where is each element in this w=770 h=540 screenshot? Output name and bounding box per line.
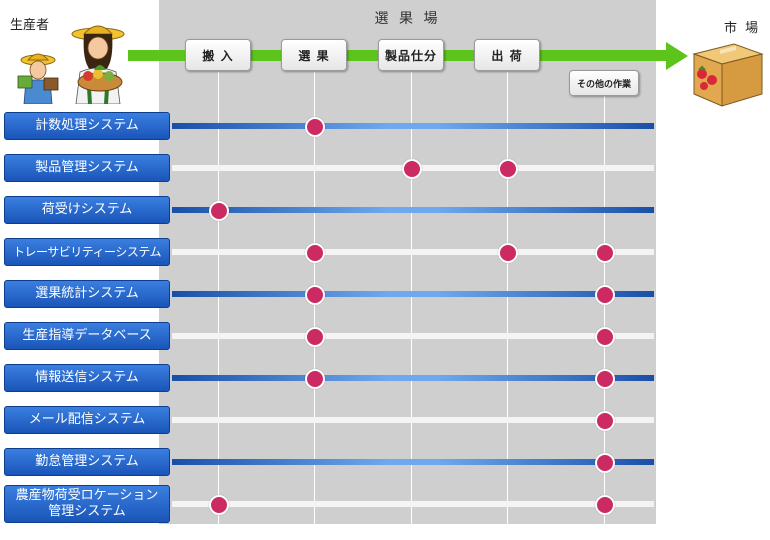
market-box-illustration [692,43,764,107]
system-track [172,417,654,423]
usage-marker [305,117,325,137]
usage-marker [305,327,325,347]
sorting-area-title: 選 果 場 [374,11,441,27]
usage-marker [595,453,615,473]
system-track [172,375,654,381]
usage-marker [595,285,615,305]
system-label: トレーサビリティーシステム [4,238,170,266]
system-label-text: トレーサビリティーシステム [13,245,161,259]
system-track [172,249,654,255]
usage-marker [305,285,325,305]
usage-marker [595,495,615,515]
system-label-text: 情報送信システム [35,370,139,385]
column-line-intake [218,72,219,524]
system-label-text: 生産指導データベース [22,328,152,343]
step-sorting: 選 果 [281,39,347,71]
system-track [172,459,654,465]
system-label: 勤怠管理システム [4,448,170,476]
usage-marker [305,243,325,263]
step-other-work: その他の作業 [569,70,639,96]
system-label: 荷受けシステム [4,196,170,224]
flow-arrow-head [666,42,688,70]
system-track [172,333,654,339]
system-track [172,501,654,507]
system-label: 生産指導データベース [4,322,170,350]
usage-marker [402,159,422,179]
usage-marker [595,243,615,263]
column-line-shipping [507,72,508,524]
producer-label: 生産者 [10,18,50,33]
step-intake: 搬 入 [185,39,251,71]
usage-marker [498,243,518,263]
system-label-text: 製品管理システム [35,160,139,175]
column-line-packing [411,72,412,524]
system-label: 製品管理システム [4,154,170,182]
system-label: 計数処理システム [4,112,170,140]
usage-marker [305,369,325,389]
system-label-text: 勤怠管理システム [35,454,139,469]
usage-marker [595,327,615,347]
system-label: 情報送信システム [4,364,170,392]
usage-marker [209,201,229,221]
system-label-text: 計数処理システム [35,118,139,133]
system-track [172,123,654,129]
system-track [172,207,654,213]
usage-marker [595,411,615,431]
usage-marker [498,159,518,179]
producer-illustration [17,25,125,104]
system-label-text: 選果統計システム [35,286,139,301]
step-shipping: 出 荷 [474,39,540,71]
system-label-text: 農産物荷受ロケーション 管理システム [15,488,159,519]
usage-marker [595,369,615,389]
system-label: 選果統計システム [4,280,170,308]
step-packing: 製品仕分 [378,39,444,71]
system-label-text: メール配信システム [28,412,146,427]
system-track [172,291,654,297]
system-label: 農産物荷受ロケーション 管理システム [4,485,170,523]
system-label-text: 荷受けシステム [41,202,133,217]
market-label: 市 場 [724,21,761,36]
system-label: メール配信システム [4,406,170,434]
usage-marker [209,495,229,515]
